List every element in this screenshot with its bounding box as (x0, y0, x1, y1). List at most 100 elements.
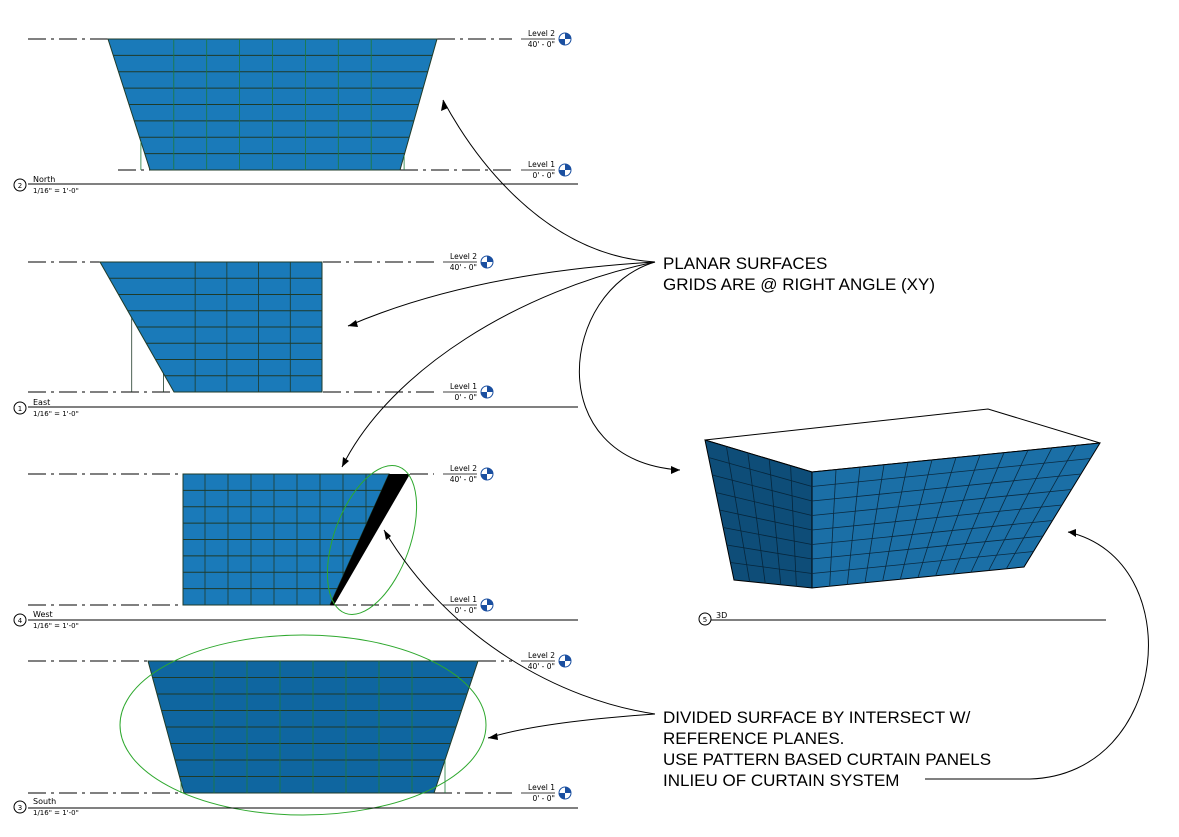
note-line: GRIDS ARE @ RIGHT ANGLE (XY) (663, 275, 935, 294)
level-marker: Level 2 40' - 0" (521, 651, 572, 671)
south-highlight-ellipse (119, 634, 487, 816)
mullion (715, 492, 813, 516)
level-marker: Level 2 40' - 0" (443, 252, 494, 272)
leader-arrow-icon (578, 261, 681, 471)
west-grid (183, 474, 382, 605)
mullion (917, 457, 957, 578)
view-number-bubble-icon (13, 178, 27, 192)
leader-arrow-icon (925, 531, 1149, 780)
mullion (712, 474, 813, 502)
leader-arrow-icon (383, 529, 656, 715)
view-scale: 1/16" = 1'-0" (33, 410, 79, 418)
level-marker: Level 1 0' - 0" (521, 160, 572, 180)
mullion (935, 454, 981, 576)
level-marker: Level 2 40' - 0" (521, 29, 572, 49)
mullion (747, 452, 766, 584)
arrowheads (342, 100, 1076, 740)
mullion (846, 467, 861, 585)
level-name: Level 1 (450, 382, 477, 391)
view-title: West (33, 610, 53, 619)
view-number-bubble-icon (13, 613, 27, 627)
north-elevation (28, 38, 578, 185)
mullion (970, 450, 1029, 573)
level-marker: Level 1 0' - 0" (443, 382, 494, 402)
mullion (708, 457, 813, 487)
mullion (726, 446, 750, 582)
level-elevation: 0' - 0" (454, 606, 477, 615)
level-elevation: 40' - 0" (450, 263, 477, 272)
note-line: REFERENCE PLANES. (663, 729, 844, 748)
view-number: 1 (18, 405, 22, 413)
mullion (988, 447, 1053, 571)
mullion (730, 562, 813, 574)
view-title-3d: 5 3D (698, 611, 727, 626)
note-divided-surface: DIVIDED SURFACE BY INTERSECT W/ REFERENC… (663, 708, 991, 790)
mullion (882, 462, 909, 582)
level-name: Level 2 (528, 29, 555, 38)
mullion (1005, 445, 1077, 569)
view-title: East (33, 398, 50, 407)
mullion (899, 459, 933, 580)
level-elevation: 40' - 0" (528, 662, 555, 671)
view-title: South (33, 797, 56, 806)
mullion (952, 452, 1005, 575)
level-marker: Level 2 40' - 0" (443, 464, 494, 484)
south-elevation (28, 634, 578, 816)
mullion (768, 459, 782, 585)
level-marker: Level 1 0' - 0" (443, 595, 494, 615)
mullion (726, 544, 813, 560)
leader-arrow-icon (487, 713, 656, 739)
view-title-south: 3 South 1/16" = 1'-0" (13, 797, 79, 817)
level-name: Level 1 (528, 783, 555, 792)
mullion (829, 469, 837, 587)
mullion (723, 527, 813, 545)
view-title: 3D (716, 611, 727, 620)
level-name: Level 1 (528, 160, 555, 169)
level-name: Level 2 (450, 252, 477, 261)
view-number-bubble-icon (698, 612, 712, 626)
view-number-bubble-icon (13, 800, 27, 814)
view-scale: 1/16" = 1'-0" (33, 809, 79, 817)
level-elevation: 0' - 0" (532, 171, 555, 180)
view-title-west: 4 West 1/16" = 1'-0" (13, 610, 79, 630)
view-number: 2 (18, 182, 22, 190)
view-title-east: 1 East 1/16" = 1'-0" (13, 398, 79, 418)
view-scale: 1/16" = 1'-0" (33, 187, 79, 195)
south-grid (152, 661, 473, 793)
level-elevation: 40' - 0" (528, 40, 555, 49)
north-grid (113, 39, 433, 170)
note-line: DIVIDED SURFACE BY INTERSECT W/ (663, 708, 971, 727)
3d-grid (708, 445, 1091, 587)
leader-arrow-icon (341, 261, 656, 468)
level-elevation: 0' - 0" (454, 393, 477, 402)
view-number: 5 (703, 616, 707, 624)
note-planar-surfaces: PLANAR SURFACES GRIDS ARE @ RIGHT ANGLE … (663, 254, 935, 294)
leader-arrow-icon (442, 99, 656, 263)
mullion (864, 464, 885, 583)
view-number: 4 (18, 617, 23, 625)
west-edge-sliver (330, 474, 410, 605)
level-name: Level 2 (450, 464, 477, 473)
west-highlight-ellipse (326, 465, 418, 615)
view-scale: 1/16" = 1'-0" (33, 622, 79, 630)
note-line: USE PATTERN BASED CURTAIN PANELS (663, 750, 991, 769)
east-elevation (28, 261, 578, 408)
leaders (341, 99, 1149, 780)
note-line: PLANAR SURFACES (663, 254, 827, 273)
level-name: Level 2 (528, 651, 555, 660)
note-line: INLIEU OF CURTAIN SYSTEM (663, 771, 899, 790)
west-elevation (28, 465, 578, 621)
mullion (719, 509, 813, 531)
level-elevation: 0' - 0" (532, 794, 555, 803)
view-title-north: 2 North 1/16" = 1'-0" (13, 175, 79, 195)
level-elevation: 40' - 0" (450, 475, 477, 484)
view-number: 3 (18, 804, 22, 812)
level-name: Level 1 (450, 595, 477, 604)
view-title: North (33, 175, 55, 184)
view-number-bubble-icon (13, 401, 27, 415)
level-marker: Level 1 0' - 0" (521, 783, 572, 803)
3d-view (700, 408, 1106, 621)
mullion (790, 465, 797, 587)
level-markers: Level 2 40' - 0" Level 1 0' - 0" Level 2 40' … (443, 29, 572, 803)
